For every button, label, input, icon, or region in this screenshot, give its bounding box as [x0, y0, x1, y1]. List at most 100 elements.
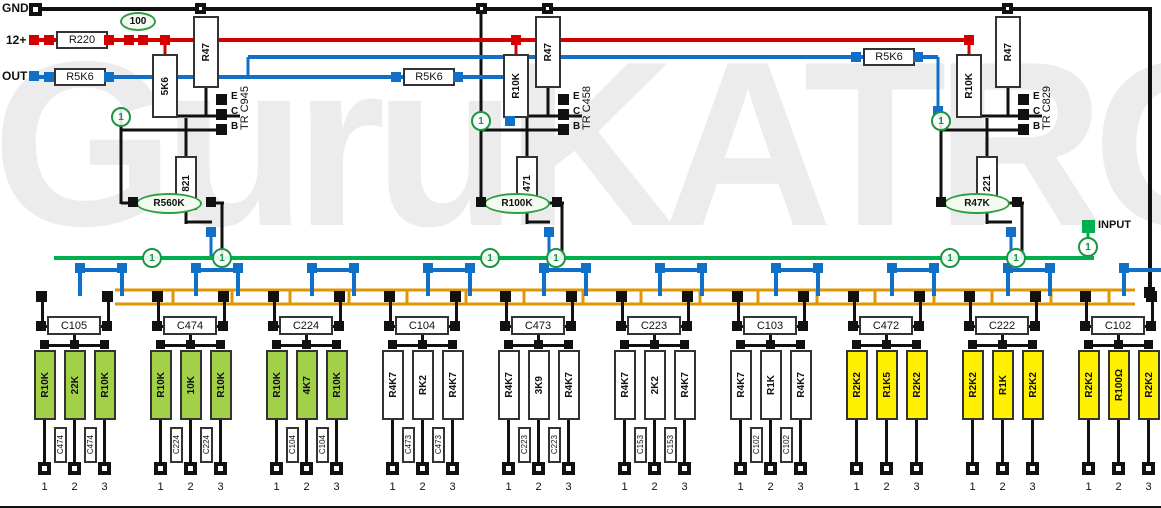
black-wire	[803, 296, 806, 324]
wire-node	[914, 321, 924, 331]
wire-node	[655, 263, 665, 273]
wire-node	[964, 321, 974, 331]
wire-node	[332, 340, 341, 349]
blue-wire	[426, 268, 472, 272]
weave-node	[268, 291, 279, 302]
sub-capacitor-label: C102	[782, 435, 791, 455]
pin-number: 1	[969, 481, 976, 493]
vplus-terminal	[29, 35, 39, 45]
wire-node	[44, 35, 54, 45]
resistor-label: 10K	[185, 375, 197, 395]
wire-node	[650, 340, 659, 349]
wire-node	[36, 321, 46, 331]
wire-node	[450, 321, 460, 331]
wire-node	[1003, 263, 1013, 273]
resistor-label: R4K7	[503, 372, 515, 398]
pot-pin-node	[154, 462, 167, 475]
pot-pin-node	[270, 462, 283, 475]
band-resistor: 10K	[180, 350, 202, 420]
resistor-label: R2K2	[851, 372, 863, 398]
wire-node	[206, 227, 216, 237]
black-wire	[505, 296, 508, 324]
pin-number: 3	[1145, 481, 1152, 493]
wire-node	[302, 340, 311, 349]
pot-pin-node	[386, 462, 399, 475]
pot-pin-node	[446, 462, 459, 475]
black-wire	[853, 296, 856, 324]
sub-capacitor: C223	[548, 427, 561, 463]
band-resistor: 3K9	[528, 350, 550, 420]
sub-capacitor: C153	[664, 427, 677, 463]
wire-node	[964, 35, 974, 45]
resistor-label: R4K7	[563, 372, 575, 398]
wire-node	[848, 321, 858, 331]
weave-node	[500, 291, 511, 302]
stage1-bias-resistor: 5K6	[152, 54, 178, 118]
pin-number: 1	[621, 481, 628, 493]
band-resistor: R4K7	[790, 350, 812, 420]
wire-node	[465, 263, 475, 273]
pin-number: 3	[217, 481, 224, 493]
band-resistor: R4K7	[498, 350, 520, 420]
wire-node	[453, 72, 463, 82]
wire-node	[1012, 197, 1022, 207]
band-resistor: R2K2	[1078, 350, 1100, 420]
black-wire	[159, 420, 162, 466]
wire-node	[736, 340, 745, 349]
capacitor-label: C473	[524, 319, 552, 332]
pot-pin-node	[850, 462, 863, 475]
black-wire	[275, 420, 278, 466]
black-wire	[739, 420, 742, 466]
resistor-label: RK2	[417, 374, 429, 395]
band-capacitor: C472	[859, 316, 913, 335]
wire-node	[813, 263, 823, 273]
pot-pin-node	[996, 462, 1009, 475]
wire-node	[998, 340, 1007, 349]
band-resistor: R4K7	[614, 350, 636, 420]
wire-node	[75, 263, 85, 273]
stage3-bias-resistor: R10K	[956, 54, 982, 118]
pin-letter: C	[231, 106, 239, 117]
sub-capacitor: C473	[432, 427, 445, 463]
wire-node	[929, 263, 939, 273]
resistor-label: R10K	[39, 372, 51, 398]
band-resistor: R4K7	[730, 350, 752, 420]
resistor-label: R1K	[997, 374, 1009, 395]
stage2-load-resistor: R47	[535, 16, 561, 88]
sub-capacitor: C473	[402, 427, 415, 463]
capacitor-label: C223	[640, 319, 668, 332]
blue-wire	[1122, 268, 1161, 272]
pin-number: 3	[681, 481, 688, 493]
wire-node	[766, 340, 775, 349]
resistor-label: R2K2	[911, 372, 923, 398]
pin-number: 3	[449, 481, 456, 493]
sub-capacitor-label: C104	[318, 435, 327, 455]
weave-node	[1080, 291, 1091, 302]
wire-node	[418, 340, 427, 349]
gnd-label: GND	[2, 1, 29, 15]
wire-node	[798, 321, 808, 331]
sub-capacitor: C224	[170, 427, 183, 463]
sub-capacitor: C104	[316, 427, 329, 463]
wire-node	[1114, 340, 1123, 349]
black-wire	[391, 420, 394, 466]
wire-node	[534, 340, 543, 349]
transistor-pin-c	[558, 109, 569, 120]
wire-node	[191, 263, 201, 273]
resistor-label: R10K	[155, 372, 167, 398]
pin-letter: B	[1033, 121, 1041, 132]
band-resistor: R10K	[266, 350, 288, 420]
wire-node	[104, 72, 114, 82]
black-wire	[1147, 420, 1150, 466]
vplus-label: 12+	[6, 33, 27, 47]
pin-number: 1	[1085, 481, 1092, 493]
black-wire	[571, 296, 574, 324]
wire-node	[505, 116, 515, 126]
wire-node	[272, 340, 281, 349]
pin-number: 2	[187, 481, 194, 493]
wire-node	[680, 340, 689, 349]
transistor-pin-e	[558, 94, 569, 105]
wire-node	[1030, 321, 1040, 331]
pin-number: 3	[333, 481, 340, 493]
black-wire	[339, 296, 342, 324]
